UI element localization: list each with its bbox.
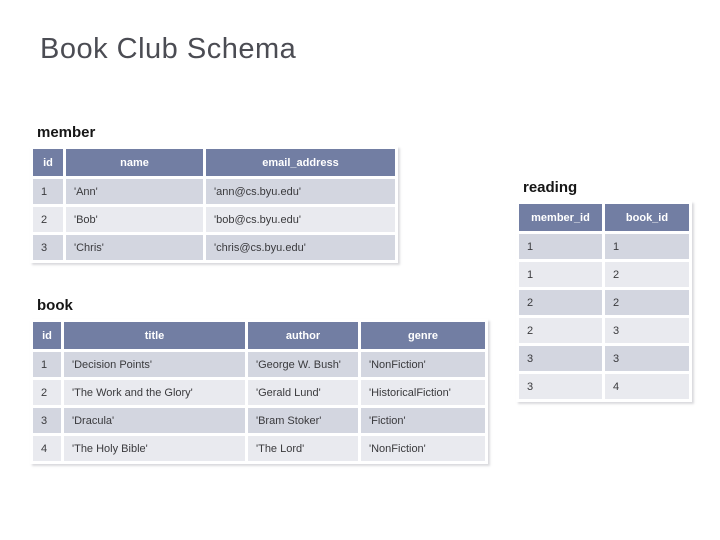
table-cell: 'The Work and the Glory' [64, 380, 245, 405]
table-cell: 'chris@cs.byu.edu' [206, 235, 395, 260]
reading-header-member-id: member_id [519, 204, 602, 231]
table-row: 3 'Dracula' 'Bram Stoker' 'Fiction' [33, 408, 485, 433]
table-cell: 3 [33, 408, 61, 433]
table-row: 3 3 [519, 346, 689, 371]
book-table-section: book id title author genre 1 'Decision P… [30, 297, 488, 464]
table-header-row: id name email_address [33, 149, 395, 176]
table-header-row: member_id book_id [519, 204, 689, 231]
book-header-id: id [33, 322, 61, 349]
table-row: 2 'The Work and the Glory' 'Gerald Lund'… [33, 380, 485, 405]
table-row: 1 'Decision Points' 'George W. Bush' 'No… [33, 352, 485, 377]
table-cell: 'Ann' [66, 179, 203, 204]
reading-header-book-id: book_id [605, 204, 689, 231]
slide-title: Book Club Schema [40, 33, 297, 65]
member-table-label: member [37, 124, 96, 141]
table-cell: 2 [605, 262, 689, 287]
table-cell: 1 [605, 234, 689, 259]
table-cell: 'NonFiction' [361, 352, 485, 377]
table-cell: 2 [33, 207, 63, 232]
table-cell: 'HistoricalFiction' [361, 380, 485, 405]
table-row: 3 'Chris' 'chris@cs.byu.edu' [33, 235, 395, 260]
member-table: id name email_address 1 'Ann' 'ann@cs.by… [30, 146, 398, 263]
table-cell: 'The Holy Bible' [64, 436, 245, 461]
table-cell: 3 [519, 346, 602, 371]
table-cell: 1 [33, 352, 61, 377]
table-cell: 1 [519, 234, 602, 259]
table-row: 4 'The Holy Bible' 'The Lord' 'NonFictio… [33, 436, 485, 461]
table-cell: 3 [605, 318, 689, 343]
table-cell: 2 [519, 318, 602, 343]
table-row: 2 2 [519, 290, 689, 315]
table-cell: 'NonFiction' [361, 436, 485, 461]
member-table-section: member id name email_address 1 'Ann' 'an… [30, 124, 398, 263]
table-row: 2 3 [519, 318, 689, 343]
table-cell: 2 [33, 380, 61, 405]
book-header-genre: genre [361, 322, 485, 349]
table-cell: 'Bob' [66, 207, 203, 232]
book-header-title: title [64, 322, 245, 349]
book-header-author: author [248, 322, 358, 349]
table-cell: 4 [605, 374, 689, 399]
member-header-email-address: email_address [206, 149, 395, 176]
table-cell: 2 [519, 290, 602, 315]
table-row: 1 'Ann' 'ann@cs.byu.edu' [33, 179, 395, 204]
member-header-id: id [33, 149, 63, 176]
table-cell: 'Dracula' [64, 408, 245, 433]
table-cell: 'bob@cs.byu.edu' [206, 207, 395, 232]
member-header-name: name [66, 149, 203, 176]
table-cell: 3 [33, 235, 63, 260]
table-cell: 4 [33, 436, 61, 461]
table-cell: 3 [605, 346, 689, 371]
table-cell: 3 [519, 374, 602, 399]
table-row: 1 1 [519, 234, 689, 259]
table-cell: 'Decision Points' [64, 352, 245, 377]
book-table-label: book [37, 297, 73, 314]
table-cell: 'Fiction' [361, 408, 485, 433]
table-row: 3 4 [519, 374, 689, 399]
table-cell: 'Gerald Lund' [248, 380, 358, 405]
table-cell: 1 [519, 262, 602, 287]
table-cell: 'George W. Bush' [248, 352, 358, 377]
table-cell: 'The Lord' [248, 436, 358, 461]
table-cell: 'ann@cs.byu.edu' [206, 179, 395, 204]
table-cell: 1 [33, 179, 63, 204]
table-row: 2 'Bob' 'bob@cs.byu.edu' [33, 207, 395, 232]
reading-table-section: reading member_id book_id 1 1 1 2 2 [516, 179, 692, 402]
table-cell: 2 [605, 290, 689, 315]
table-row: 1 2 [519, 262, 689, 287]
reading-table: member_id book_id 1 1 1 2 2 2 2 [516, 201, 692, 402]
table-cell: 'Bram Stoker' [248, 408, 358, 433]
table-cell: 'Chris' [66, 235, 203, 260]
reading-table-label: reading [523, 179, 578, 196]
book-table: id title author genre 1 'Decision Points… [30, 319, 488, 464]
table-header-row: id title author genre [33, 322, 485, 349]
